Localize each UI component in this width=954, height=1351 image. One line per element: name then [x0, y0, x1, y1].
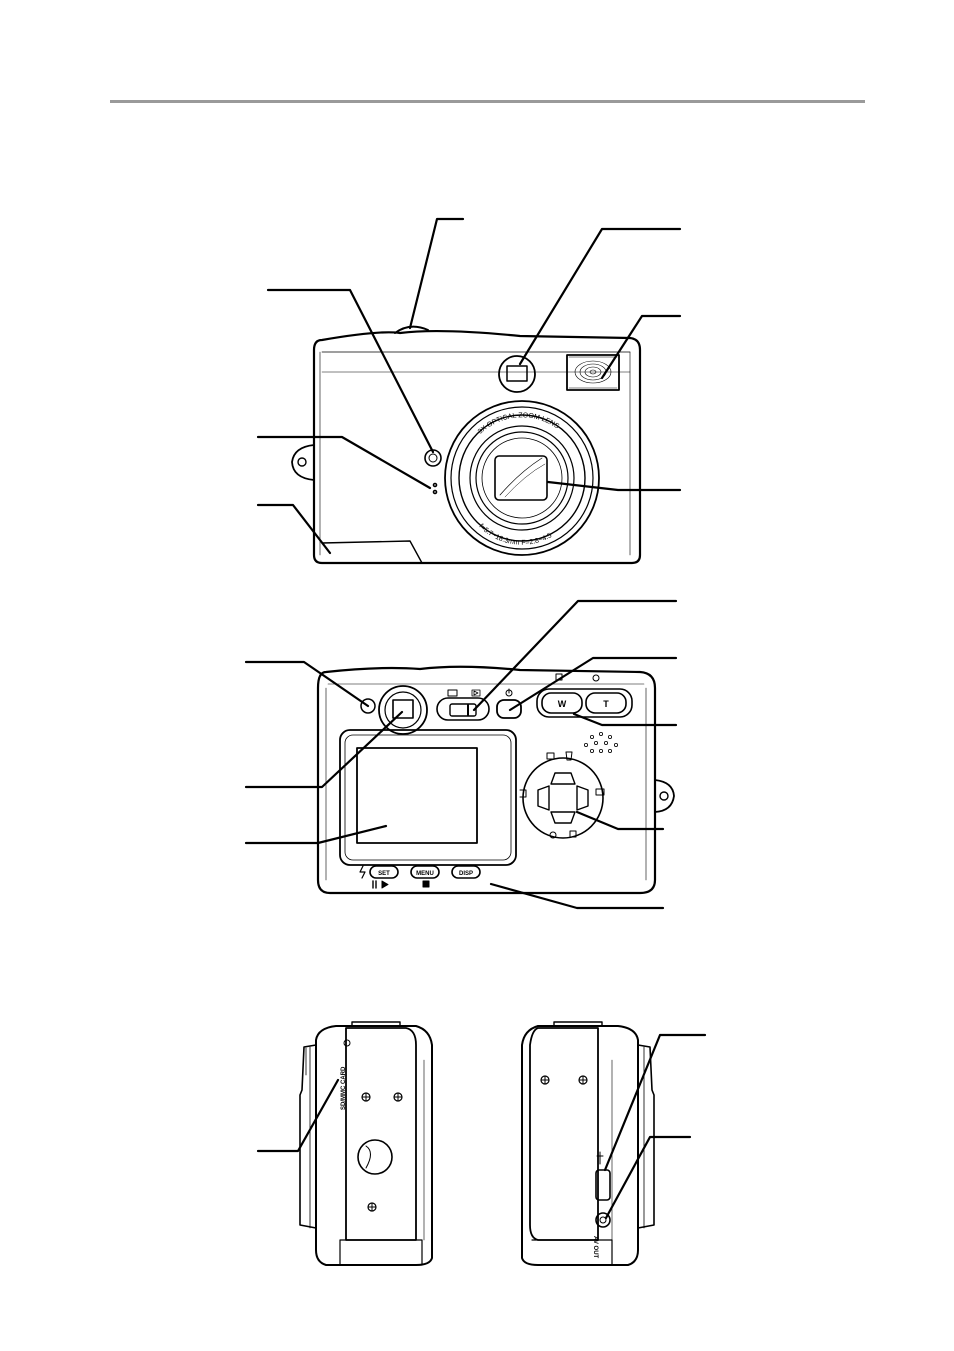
- callout-viewfinder: [518, 227, 682, 366]
- back-body: [316, 665, 657, 895]
- status-led: [360, 698, 376, 714]
- callout-mode-switch: [472, 599, 678, 712]
- playback-mode-icon: [471, 689, 481, 697]
- back-callout-lines: [244, 599, 678, 910]
- menu-button: [410, 865, 440, 879]
- battery-cover: [321, 540, 423, 564]
- front-callout-lines: [256, 217, 682, 555]
- pad-up-button: [550, 772, 576, 785]
- lens-barrel-side: [299, 1044, 317, 1229]
- flash: [566, 354, 620, 391]
- pad-left-button: [537, 785, 550, 811]
- callout-eyepiece: [244, 710, 404, 789]
- burst-icon: [569, 830, 577, 838]
- callout-self-timer: [266, 288, 435, 454]
- callout-card-slot: [256, 1078, 340, 1153]
- av-out-jack: [595, 1212, 611, 1228]
- lcd-screen: [356, 747, 478, 844]
- left-side-body: [315, 1025, 433, 1266]
- callout-lcd: [244, 824, 388, 845]
- front-view: [291, 325, 642, 565]
- callout-usb: [603, 1033, 707, 1172]
- self-timer-icon: [549, 831, 557, 839]
- right-side-text: AV OUT: [592, 1236, 598, 1259]
- right-callout-lines: [603, 1033, 707, 1220]
- strap-lug: [291, 444, 315, 481]
- callout-microphone: [256, 435, 432, 490]
- menu-label: MENU: [416, 871, 434, 877]
- magnify-icon: [592, 674, 600, 682]
- lens: [444, 400, 600, 556]
- left-side-text: SD/MMC CARD: [341, 1066, 347, 1110]
- callout-status-led: [244, 660, 370, 708]
- power-button: [496, 699, 522, 719]
- viewfinder-eyepiece: [378, 685, 428, 735]
- pad-down-button: [550, 811, 576, 824]
- tripod-socket: [357, 1139, 393, 1175]
- tele-label: T: [603, 699, 609, 709]
- callout-power: [508, 656, 678, 712]
- zoom-tele-button: [585, 692, 627, 714]
- left-side-view: [299, 1021, 433, 1266]
- back-strap-lug: [654, 779, 675, 813]
- connector-door: [529, 1027, 599, 1241]
- callout-four-way: [575, 810, 665, 831]
- disp-button: [451, 865, 481, 879]
- four-way-pad: [522, 757, 604, 839]
- wide-label: W: [558, 699, 567, 709]
- usb-icon: [596, 1151, 604, 1165]
- viewfinder-window: [498, 355, 536, 393]
- set-button: [369, 865, 399, 879]
- right-side-body: [521, 1025, 639, 1266]
- stop-icon: [422, 880, 430, 888]
- delete-icon: [565, 751, 573, 761]
- right-side-view: [521, 1021, 655, 1266]
- callout-lens: [546, 480, 682, 492]
- pad-right-button: [576, 785, 589, 811]
- callout-buttons: [489, 882, 665, 910]
- pause-icon: [372, 880, 377, 889]
- disp-label: DISP: [459, 871, 473, 877]
- front-body: [312, 329, 642, 565]
- exposure-icon: [595, 788, 605, 796]
- callout-flash: [600, 314, 682, 380]
- mode-switch: [436, 697, 490, 721]
- zoom-wide-button: [541, 692, 583, 714]
- callout-av-out: [604, 1135, 692, 1220]
- set-label: SET: [378, 871, 390, 877]
- callout-zoom: [572, 712, 678, 727]
- camera-mode-icon: [447, 689, 458, 697]
- callout-shutter: [408, 217, 465, 330]
- play-icon: [381, 880, 389, 889]
- macro-icon: [519, 789, 527, 798]
- microphone: [432, 482, 438, 488]
- card-door: [345, 1027, 417, 1241]
- movie-icon: [546, 752, 555, 760]
- lens-barrel-side-right: [637, 1044, 655, 1229]
- lcd-frame: [339, 729, 517, 866]
- back-view: [316, 665, 675, 895]
- speaker-grille: [584, 732, 619, 754]
- flash-icon: [359, 865, 366, 879]
- callout-battery-cover: [256, 503, 332, 555]
- header-rule: [110, 100, 865, 103]
- usb-port: [595, 1169, 611, 1201]
